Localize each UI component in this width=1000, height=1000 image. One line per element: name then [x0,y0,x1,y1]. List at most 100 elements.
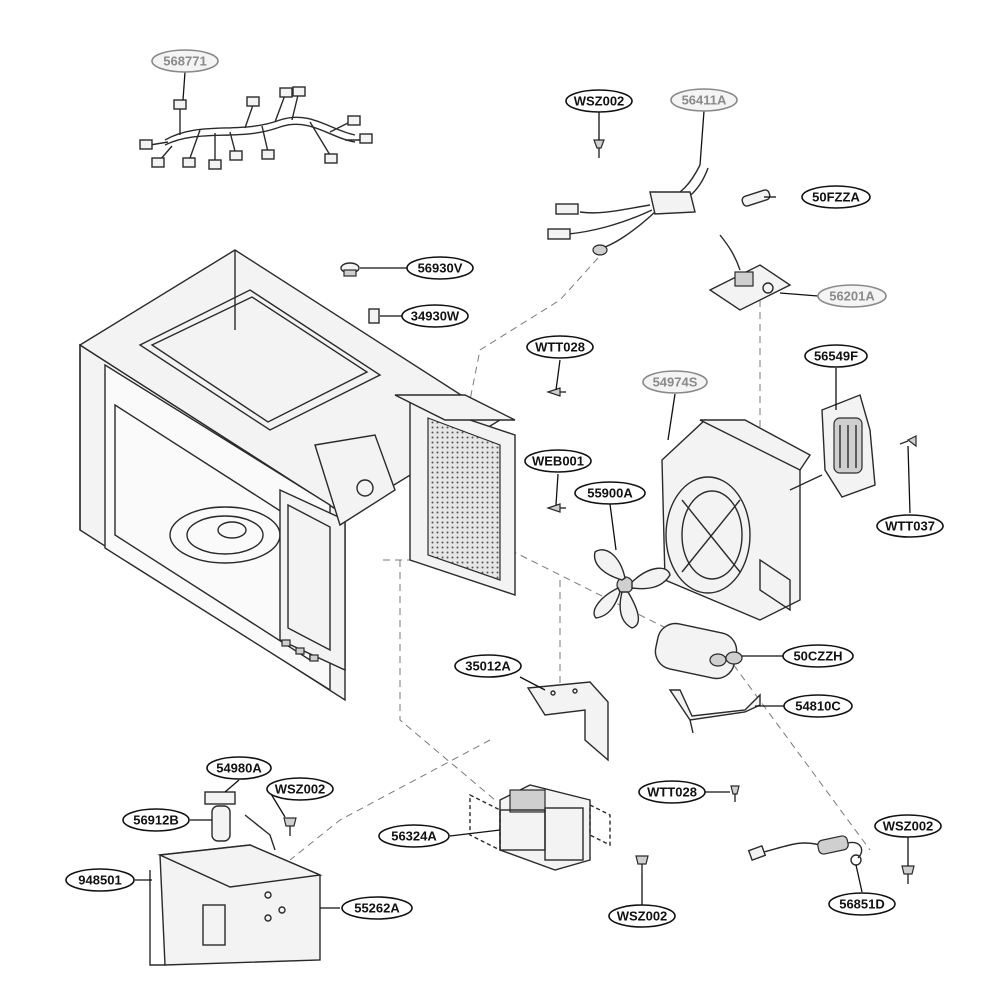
callout-bubble [804,344,868,368]
callout-label: 56201A [829,289,875,304]
callout-bubble [378,824,450,848]
callout-bubble [828,892,896,916]
callout-34930w: 34930W [401,304,469,328]
callout-56930v: 56930V [406,256,474,280]
callout-bubble [638,780,706,804]
callout-wtt028: WTT028 [526,335,594,359]
bracket-35012A [526,681,609,762]
callout-wtt028: WTT028 [638,780,706,804]
callout-35012a: 35012A [454,654,522,678]
fan-motor [789,394,876,498]
callout-label: WSZ002 [275,782,326,797]
callout-bubble [876,514,944,538]
callout-label: 54810C [795,699,841,714]
callout-label: 56912B [133,813,179,828]
callout-label: 56411A [682,93,727,108]
transformer [149,844,323,966]
magnetron [469,784,611,871]
callout-wsz002: WSZ002 [608,904,676,928]
callout-bubble [122,808,190,832]
callout-bubble [670,88,738,112]
callout-bubble [801,185,871,209]
power-cord [747,835,863,866]
callout-bubble [206,756,272,780]
callout-bubble [454,654,522,678]
callout-web001: WEB001 [524,449,592,473]
callout-55262a: 55262A [341,896,413,920]
callout-bubble [782,644,854,668]
callout-56549f: 56549F [804,344,868,368]
callout-bubble [817,284,887,308]
callout-label: 55900A [587,486,633,501]
callout-bubble [608,904,676,928]
callout-label: WEB001 [532,454,584,469]
lamp-socket-34930W [368,308,380,324]
callout-label: WTT037 [885,519,935,534]
callout-56201a: 56201A [817,284,887,308]
callout-bubble [524,449,592,473]
callout-wsz002: WSZ002 [266,777,334,801]
callout-54980a: 54980A [206,756,272,780]
capacitor-bracket [668,689,761,734]
side-panel-mesh [394,394,516,596]
callout-wsz002: WSZ002 [874,814,942,838]
callout-label: 35012A [465,659,511,674]
callout-label: 56324A [391,829,437,844]
callout-bubble [642,370,708,394]
callout-50czzh: 50CZZH [782,644,854,668]
callout-bubble [874,814,942,838]
leader-lines [135,71,911,909]
callout-bubble [565,89,633,113]
callout-54810c: 54810C [783,694,853,718]
callout-bubble [65,868,135,892]
thermostat-56930V [340,262,360,277]
callout-56324a: 56324A [378,824,450,848]
callout-56411a: 56411A [670,88,738,112]
callout-bubble [406,256,474,280]
callout-568771: 568771 [151,49,219,73]
screw-icons [283,139,917,884]
callout-56851d: 56851D [828,892,896,916]
oven-cavity-chassis [78,249,502,702]
callout-label: 50CZZH [793,649,842,664]
callout-label: WTT028 [535,340,585,355]
capacitor [654,622,743,680]
fuse-holder [204,791,276,851]
fan-blade [593,549,671,629]
callout-bubble [783,694,853,718]
wire-harness [139,86,373,170]
callout-bubble [151,49,219,73]
callout-label: 54980A [216,761,262,776]
callout-label: 948501 [78,873,121,888]
switch-wire-assembly [547,164,709,256]
callout-label: 56851D [839,897,885,912]
callout-label: WSZ002 [617,909,668,924]
callout-948501: 948501 [65,868,135,892]
callout-label: WTT028 [647,785,697,800]
callout-label: WSZ002 [574,94,625,109]
callout-wsz002: WSZ002 [565,89,633,113]
callout-label: WSZ002 [883,819,934,834]
callout-label: 56549F [814,349,858,364]
noise-filter-board [708,234,792,311]
callout-label: 34930W [411,309,460,324]
callout-bubble [526,335,594,359]
fuse [741,189,771,207]
callout-label: 50FZZA [812,190,860,205]
callout-bubble [574,481,646,505]
callout-wtt037: WTT037 [876,514,944,538]
callout-54974s: 54974S [642,370,708,394]
callout-label: 55262A [354,901,400,916]
callout-55900a: 55900A [574,481,646,505]
callout-label: 54974S [653,375,698,390]
callout-bubble [401,304,469,328]
callout-label: 56930V [418,261,463,276]
callout-label: 568771 [163,54,206,69]
fan-housing [661,419,812,621]
callout-56912b: 56912B [122,808,190,832]
callout-50fzza: 50FZZA [801,185,871,209]
callout-bubble [266,777,334,801]
callout-bubble [341,896,413,920]
